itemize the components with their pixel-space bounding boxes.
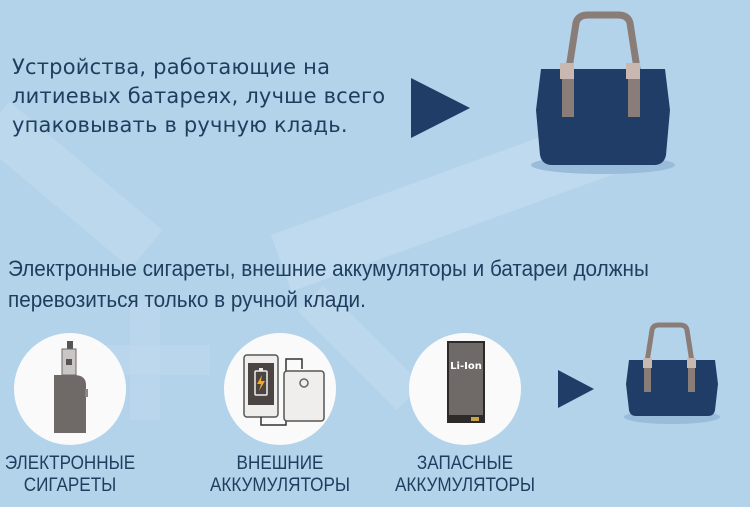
item-label: ВНЕШНИЕ АККУМУЛЯТОРЫ: [209, 453, 351, 496]
arrow-right-icon: [411, 78, 470, 138]
background-shape: [130, 300, 160, 420]
arrow-right-icon: [558, 370, 594, 408]
item-e-cigarettes: ЭЛЕКТРОННЫЕ СИГАРЕТЫ: [0, 333, 160, 497]
item-label: ЭЛЕКТРОННЫЕ СИГАРЕТЫ: [4, 453, 136, 496]
item-label: ЗАПАСНЫЕ АККУМУЛЯТОРЫ: [394, 453, 536, 496]
li-ion-battery-icon: [447, 341, 485, 423]
icon-circle: [224, 333, 336, 445]
handbag-icon: [624, 322, 720, 424]
item-spare-batteries: Li-Ion ЗАПАСНЫЕ АККУМУЛЯТОРЫ: [375, 333, 555, 497]
item-power-banks: ВНЕШНИЕ АККУМУЛЯТОРЫ: [190, 333, 370, 497]
e-cigarette-icon: [54, 341, 88, 433]
intro-text: Устройства, работающие на литиевых батар…: [12, 55, 386, 137]
icon-circle: [14, 333, 126, 445]
icon-circle: Li-Ion: [409, 333, 521, 445]
rules-text: Электронные сигареты, внешние аккумулято…: [8, 256, 649, 312]
power-bank-icon: [243, 354, 325, 426]
battery-label: Li-Ion: [450, 361, 482, 372]
handbag-icon: [531, 11, 675, 174]
